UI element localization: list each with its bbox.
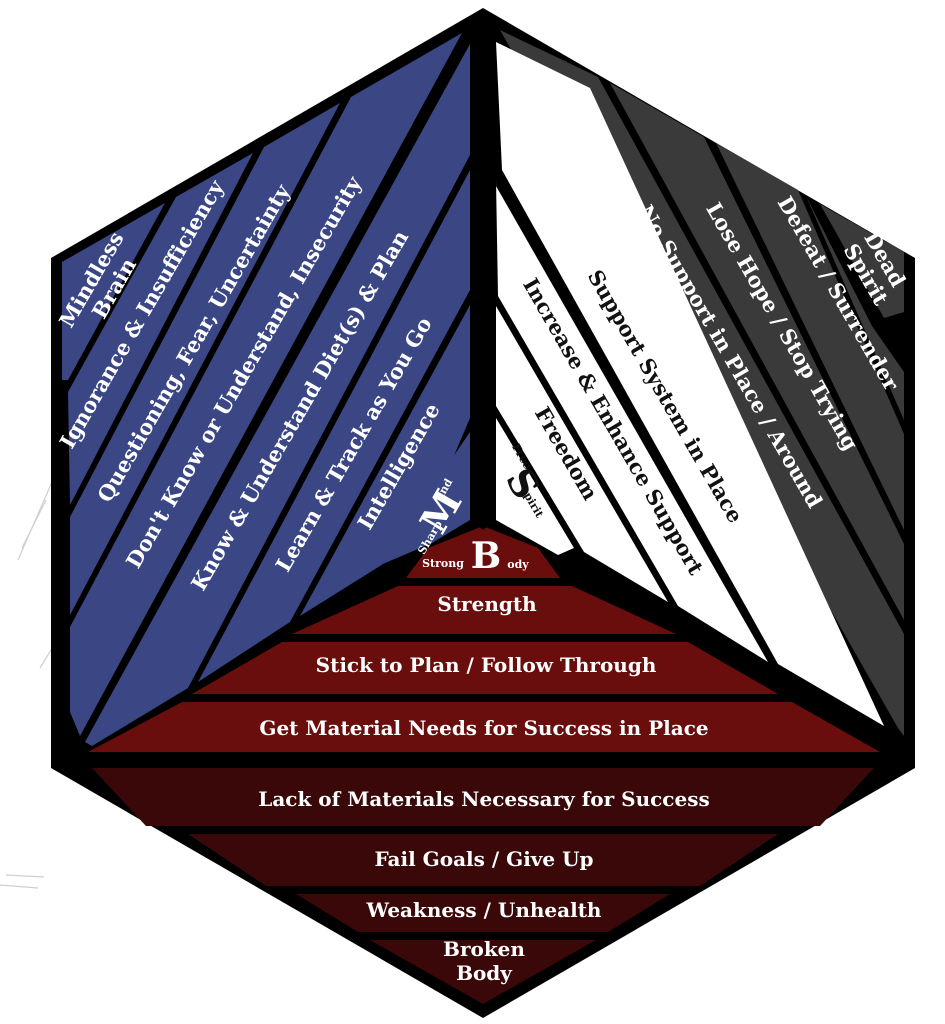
broken-body-band-4	[370, 940, 596, 1004]
body-section	[88, 526, 880, 1004]
mind-band-5	[85, 44, 470, 746]
mind-band-8	[378, 432, 470, 566]
body-band-label-3: Get Material Needs for Success in Place	[259, 716, 708, 740]
mind-band-1	[62, 203, 165, 380]
mind-band-6	[198, 170, 470, 682]
section-dividers	[471, 30, 495, 530]
spirit-section	[496, 30, 904, 736]
body-band-label-5: Fail Goals / Give Up	[374, 847, 593, 871]
body-band-label-6: Weakness / Unhealth	[366, 898, 602, 922]
body-band-3	[192, 642, 778, 694]
dead-spirit-band-2	[806, 196, 904, 420]
svg-text:Strong: Strong	[422, 557, 464, 570]
body-band-4	[88, 702, 880, 752]
body-band-label-4: Lack of Materials Necessary for Success	[258, 787, 709, 811]
body-labels: Strong B ody Strength Stick to Plan / Fo…	[258, 535, 709, 985]
svg-text:ody: ody	[507, 558, 529, 571]
strong-body-label: Strong B ody	[422, 535, 529, 577]
mind-band-2	[68, 153, 253, 505]
spirit-band-1	[496, 42, 884, 726]
broken-body-band-1	[92, 768, 874, 826]
mind-section	[62, 33, 470, 746]
dead-spirit-band-1	[820, 204, 904, 318]
spirit-band-4	[496, 418, 574, 555]
body-band-2	[292, 586, 676, 634]
body-band-label-2: Stick to Plan / Follow Through	[316, 653, 657, 677]
dead-spirit-band-4	[610, 83, 904, 620]
mind-band-3	[70, 103, 340, 615]
broken-body-band-3	[296, 894, 670, 932]
mind-labels: Mindless Brain Ignorance & Insufficiency…	[54, 171, 471, 594]
mind-band-7	[300, 305, 470, 616]
dead-spirit-band-3	[716, 143, 904, 530]
body-band-1	[406, 526, 560, 578]
broken-body-band-2	[188, 834, 778, 886]
body-bottom-label-line1: Broken	[443, 937, 525, 961]
spirit-band-3	[496, 306, 668, 602]
svg-text:B: B	[471, 535, 501, 577]
mind-band-4	[70, 33, 462, 736]
body-band-label-1: Strength	[437, 592, 537, 616]
body-bottom-label-line2: Body	[456, 961, 513, 985]
